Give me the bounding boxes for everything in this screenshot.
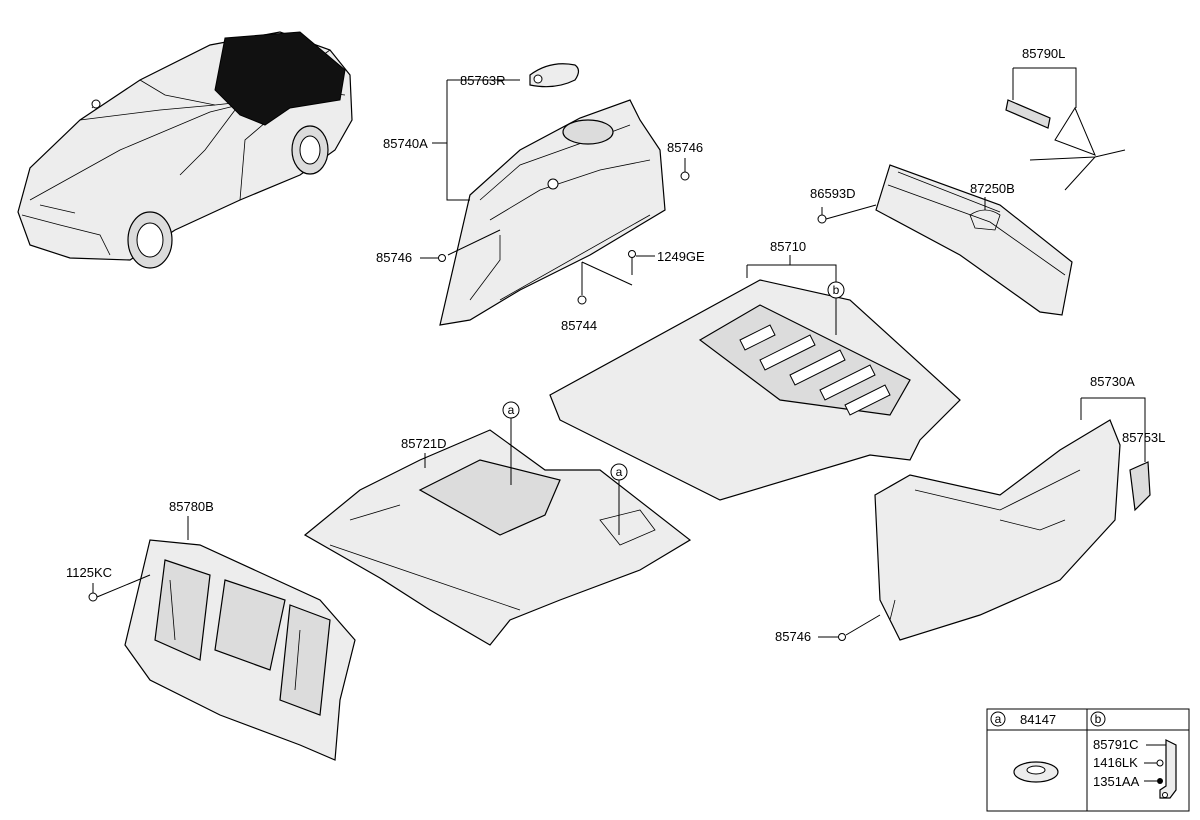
vehicle-illustration [17, 31, 353, 269]
part-85721d-floor-covering [303, 429, 692, 646]
legend-b-part-2: 1416LK [1093, 755, 1138, 770]
legend-b-letter: b [1095, 712, 1102, 726]
label-85721d: 85721D [401, 436, 447, 451]
label-85746-top: 85746 [667, 140, 703, 155]
legend-a-letter: a [995, 712, 1002, 726]
callout-b-letter: b [833, 283, 840, 297]
callout-a-letter-2: a [616, 465, 623, 479]
legend-b-part-1: 85791C [1093, 737, 1139, 752]
part-85710-luggage-covering [549, 279, 961, 501]
legend-b-marker [1090, 711, 1106, 727]
label-85790l: 85790L [1022, 46, 1065, 61]
legend-a-marker [990, 711, 1006, 727]
label-85710: 85710 [770, 239, 806, 254]
label-85744: 85744 [561, 318, 597, 333]
part-87250b-sill [875, 164, 1073, 316]
label-87250b: 87250B [970, 181, 1015, 196]
label-1249ge: 1249GE [657, 249, 705, 264]
label-86593d: 86593D [810, 186, 856, 201]
label-85746-left: 85746 [376, 250, 412, 265]
label-85730a: 85730A [1090, 374, 1135, 389]
legend-a-part: 84147 [1020, 712, 1056, 727]
label-85740a: 85740A [383, 136, 428, 151]
label-85746-bottom: 85746 [775, 629, 811, 644]
label-85780b: 85780B [169, 499, 214, 514]
part-85790l-kit [1005, 99, 1126, 191]
label-1125kc: 1125KC [66, 565, 112, 580]
label-85763r: 85763R [460, 73, 506, 88]
legend-a-grommet-illustration [1013, 761, 1059, 783]
part-85740a-trim [439, 99, 666, 326]
label-85753l: 85753L [1122, 430, 1165, 445]
part-85763r-cover [529, 63, 580, 88]
legend-b-bracket-illustration [1144, 739, 1177, 799]
callout-a-letter-1: a [508, 403, 515, 417]
part-85780b-partition [124, 539, 356, 761]
part-85753l-cover [1129, 461, 1151, 512]
legend-b-part-3: 1351AA [1093, 774, 1140, 789]
legend-table: a 84147 b 85791C 1416LK 1351AA [986, 708, 1190, 812]
part-85730a-trim [874, 419, 1121, 641]
